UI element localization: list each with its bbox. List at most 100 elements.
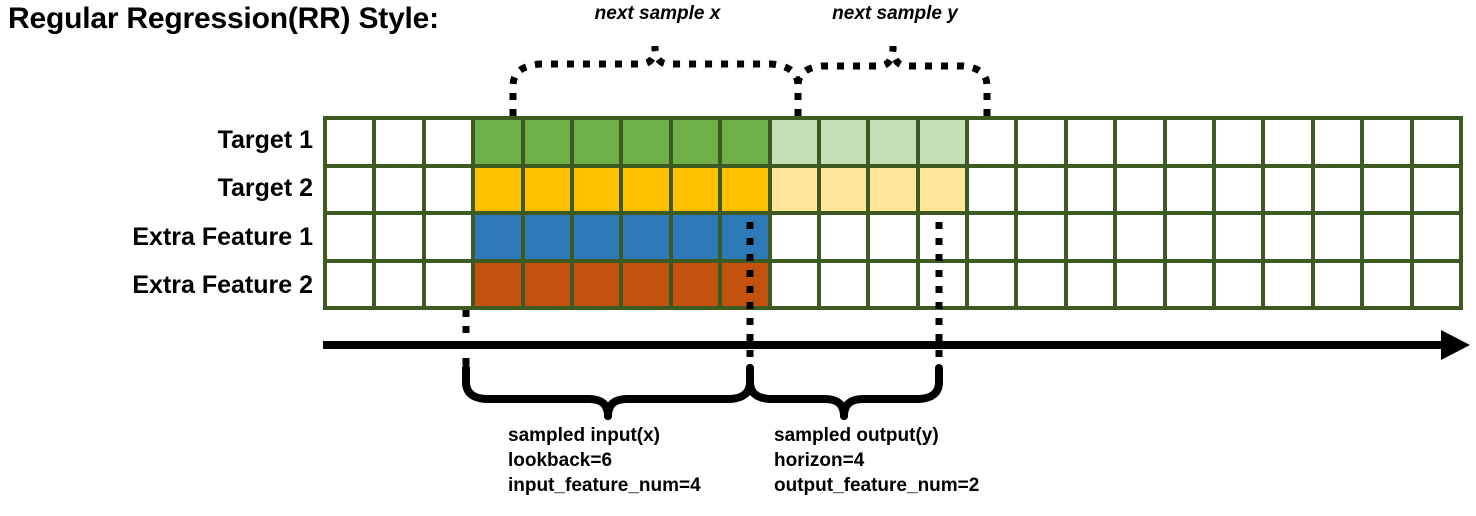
next-y-brace-left-half [794,45,897,116]
sampled-output-horizon: horizon=4 [774,450,865,472]
grid-cell [870,215,916,259]
page-title: Regular Regression(RR) Style: [8,2,439,35]
grid-cell [623,215,669,259]
grid-cell [870,167,916,211]
grid-cell [1117,215,1163,259]
grid-cell [524,262,570,306]
grid-cell [722,120,768,164]
grid-cell [771,167,817,211]
grid-cell [722,262,768,306]
grid-cell [969,120,1015,164]
grid-cell [771,120,817,164]
grid-cell [425,167,472,211]
row-label-text: Target 2 [217,174,313,203]
grid-cell [1265,215,1311,259]
grid-cell [919,167,966,211]
grid-cell [573,262,620,306]
sampled-input-lookback: lookback=6 [508,450,613,472]
grid-cell [820,215,867,259]
grid-cell [1166,167,1213,211]
grid-cell [1117,120,1163,164]
grid-cell [1018,215,1064,259]
grid-cell [475,262,521,306]
grid-row-extra-feature-1 [327,215,1459,259]
next-sample-x-label: next sample x [594,3,721,24]
grid-cell [327,262,373,306]
grid-cell [1117,262,1163,306]
grid-cell [573,215,620,259]
grid-cell [870,120,916,164]
grid-cell [1413,120,1459,164]
grid-row-target-1 [327,120,1459,164]
grid-cell [820,120,867,164]
grid-cell [1265,167,1311,211]
grid-cell [524,215,570,259]
grid-cell [475,120,521,164]
grid-cell [376,167,422,211]
grid-cell [1067,167,1114,211]
grid-cell [1166,262,1213,306]
grid-cell [623,120,669,164]
grid-cell [573,120,620,164]
grid-cell [1067,120,1114,164]
grid-cell [1166,215,1213,259]
grid-cell [870,262,916,306]
grid-cell [1018,167,1064,211]
grid-row-extra-feature-2 [327,262,1459,306]
grid-cell [1265,120,1311,164]
grid-cell [1018,262,1064,306]
grid-cell [1413,215,1459,259]
output-brace-left-half [746,364,848,420]
sampled-output-annotation: sampled output(y) horizon=4 output_featu… [774,423,979,498]
grid-cell [672,120,719,164]
grid-cell [672,215,719,259]
grid-cell [623,262,669,306]
grid-cell [1018,120,1064,164]
row-label-text: Extra Feature 2 [132,271,313,300]
grid-cell [1413,167,1459,211]
sampled-input-feature-num: input_feature_num=4 [508,475,701,497]
grid-cell [524,120,570,164]
grid-row-target-2 [327,167,1459,211]
output-brace-right-half [840,364,943,420]
grid-cell [475,215,521,259]
row-label-text: Extra Feature 1 [132,222,313,251]
grid-cell [376,262,422,306]
grid-cell [771,262,817,306]
grid-cell [1364,215,1410,259]
grid-cell [1216,262,1262,306]
row-label-extra-feature-1: Extra Feature 1 [0,213,313,262]
sampled-input-title: sampled input(x) [508,425,661,446]
grid-cell [1364,167,1410,211]
grid-cell [919,262,966,306]
grid-cell [327,167,373,211]
grid-cell [672,167,719,211]
grid-cell [820,262,867,306]
grid-cell [672,262,719,306]
grid-cell [1314,120,1361,164]
grid-cell [425,215,472,259]
row-label-target-1: Target 1 [0,116,313,165]
input-brace-right-half [604,364,754,420]
grid-cell [1364,262,1410,306]
grid-cell [1216,120,1262,164]
grid-cell [722,167,768,211]
grid-cell [327,215,373,259]
grid-cell [1166,120,1213,164]
row-label-text: Target 1 [217,125,313,154]
timeline-grid [323,116,1463,310]
grid-cell [771,215,817,259]
grid-cell [1216,167,1262,211]
next-sample-y-label: next sample y [832,3,958,24]
sampled-output-title: sampled output(y) [774,425,939,446]
sampled-input-annotation: sampled input(x) lookback=6 input_featur… [508,423,701,498]
grid-cell [376,215,422,259]
grid-cell [1413,262,1459,306]
grid-cell [1364,120,1410,164]
grid-cell [919,120,966,164]
grid-cell [425,120,472,164]
grid-cell [969,262,1015,306]
grid-cell [623,167,669,211]
grid-cell [1216,215,1262,259]
